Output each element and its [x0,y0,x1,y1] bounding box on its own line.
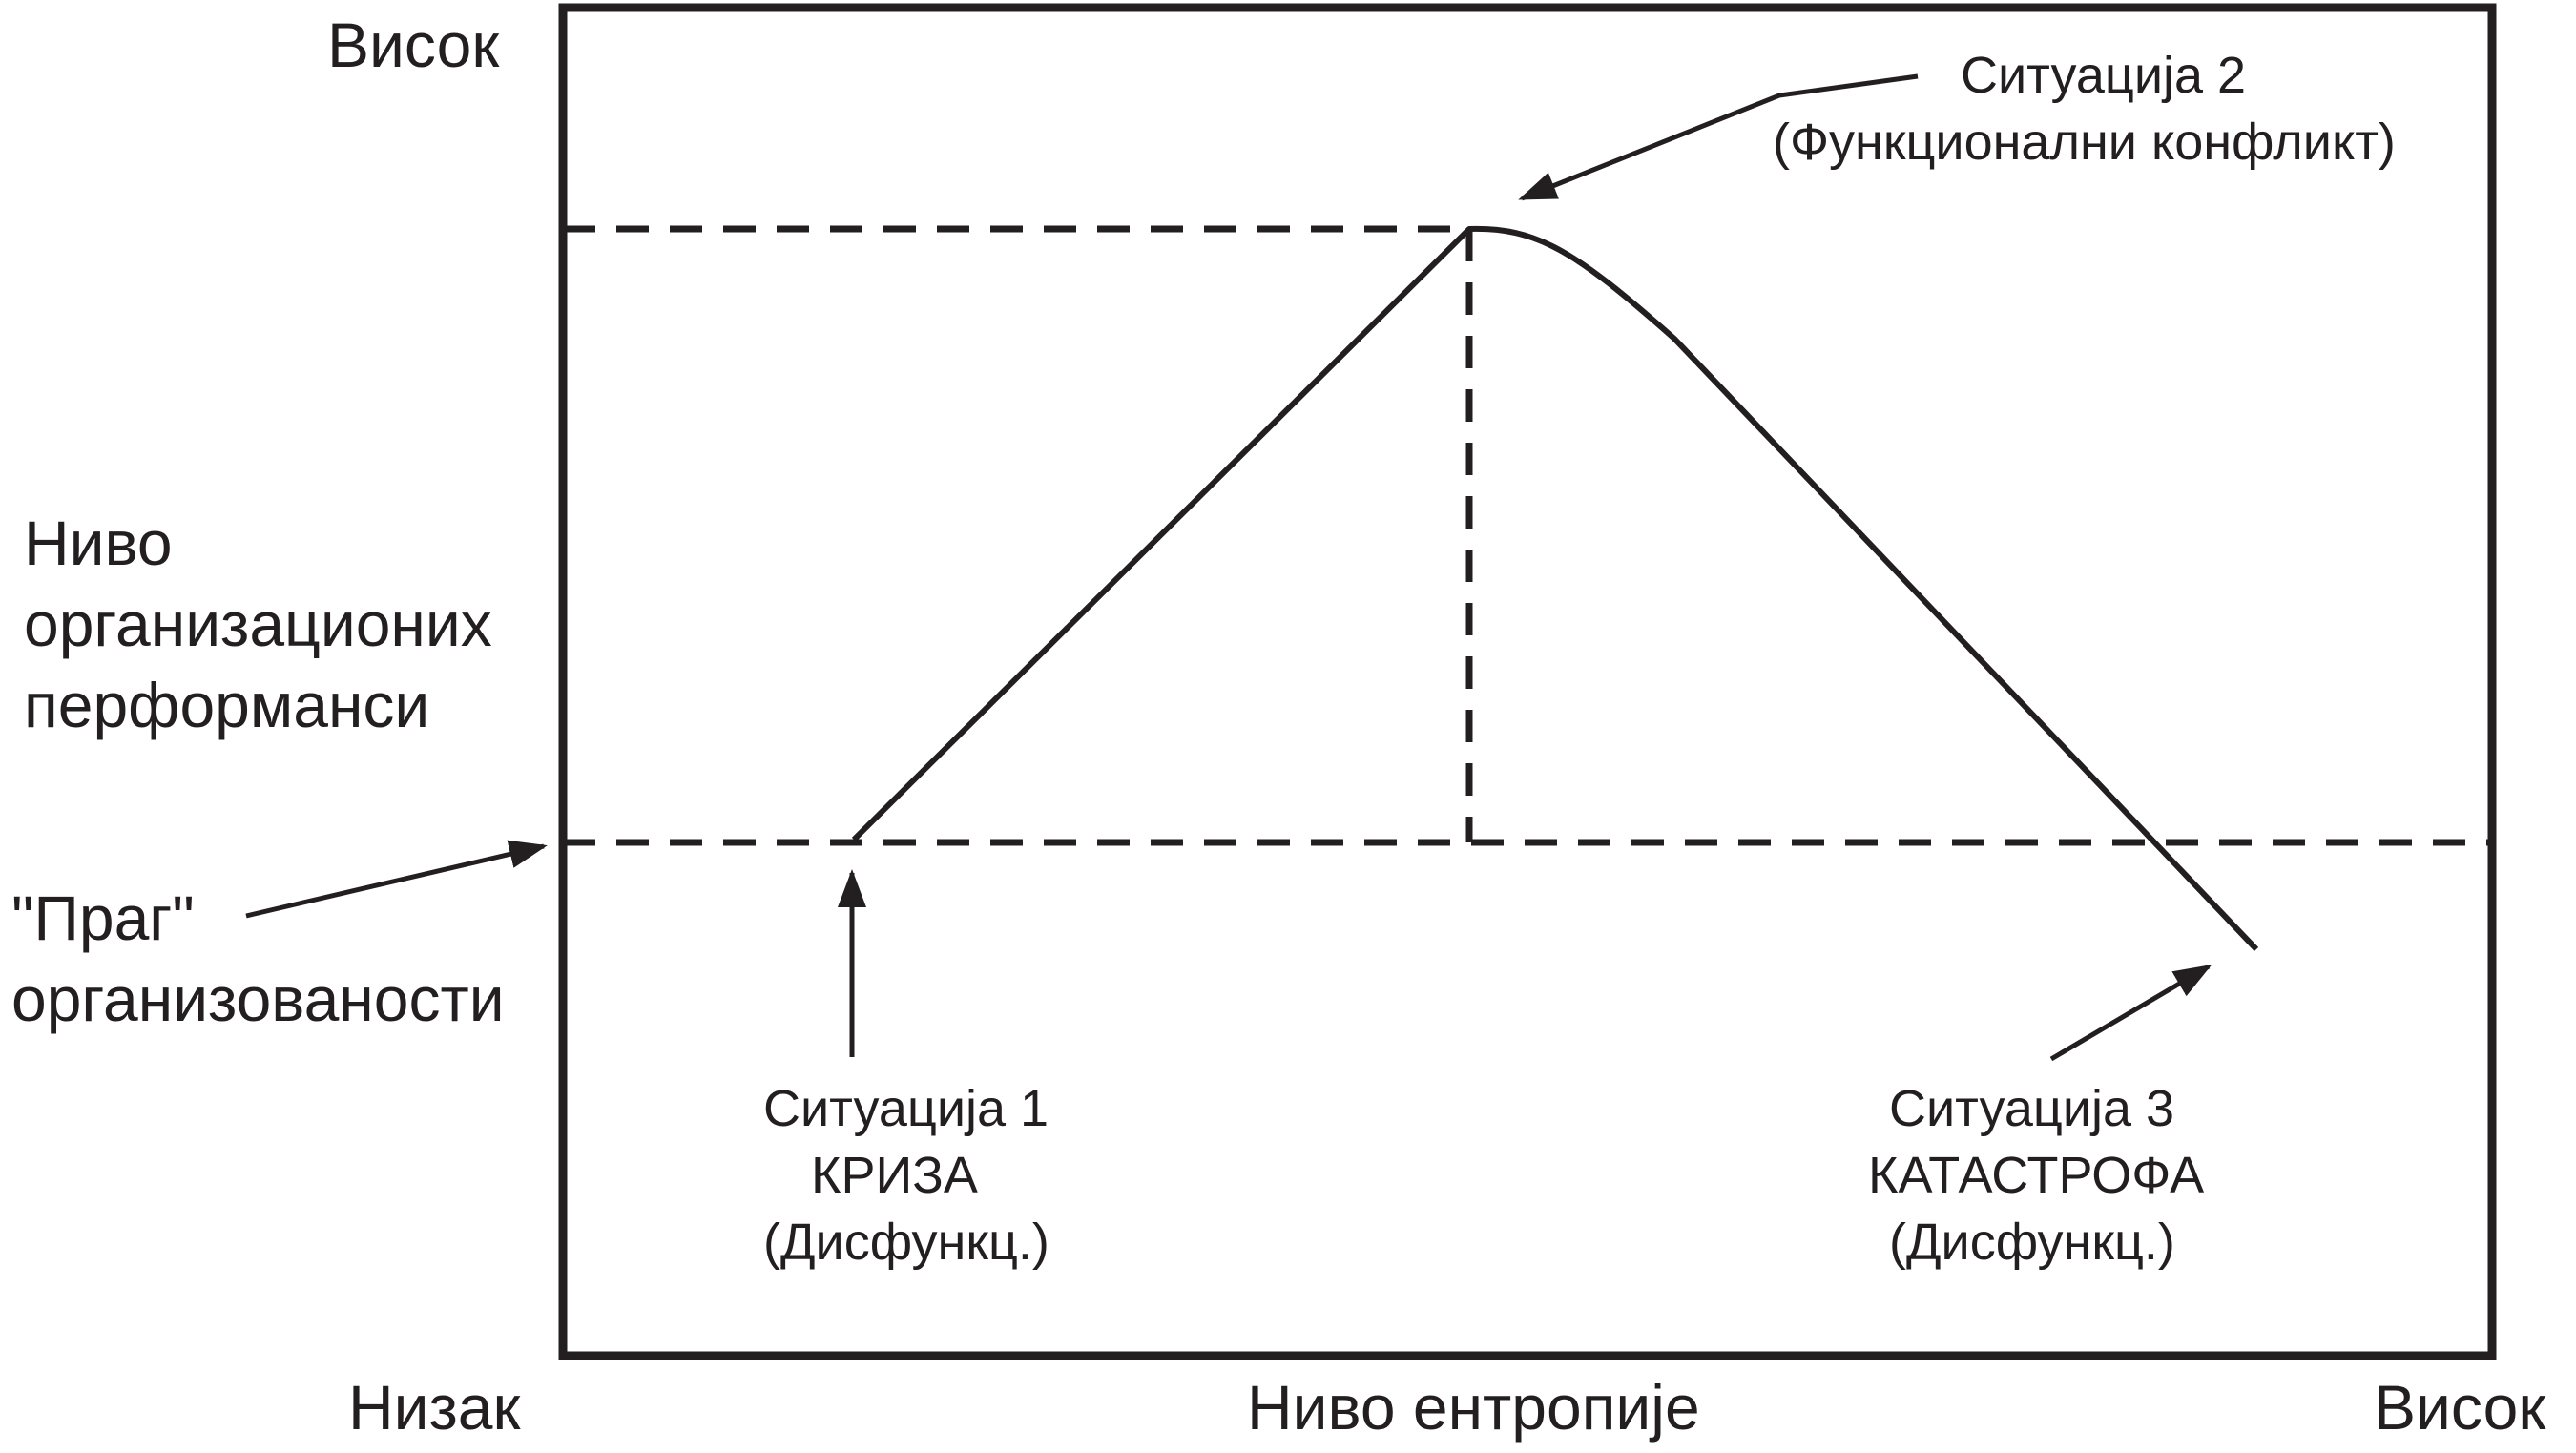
y-axis-title-line-3: перформанси [24,670,429,740]
situation-2-arrow [1518,73,1919,201]
situation-3-note: (Дисфункц.) [1889,1214,2175,1271]
performance-curve [851,225,2259,952]
situation-3-name: КАТАСТРОФА [1868,1147,2204,1204]
situation-2-note: (Функционални конфликт) [1773,114,2396,171]
x-axis-high-label: Висок [2374,1372,2546,1443]
plot-frame [558,3,2497,1360]
threshold-label-line-2: организованости [11,964,505,1034]
x-axis-low-label: Низак [348,1372,521,1443]
situation-1-name: КРИЗА [811,1147,978,1204]
situation-3-arrow [2049,964,2212,1062]
threshold-arrow [245,840,548,919]
y-axis-title-line-1: Ниво [24,508,173,578]
y-axis-high-label: Висок [327,10,500,80]
situation-3-title: Ситуација 3 [1889,1080,2174,1137]
threshold-label-line-1: "Праг" [11,882,195,953]
y-axis-title-line-2: организационих [24,589,492,659]
situation-1-title: Ситуација 1 [763,1080,1049,1137]
x-axis-title: Ниво ентропије [1247,1372,1700,1443]
situation-2-title: Ситуација 2 [1961,47,2246,104]
situation-1-note: (Дисфункц.) [763,1214,1049,1271]
